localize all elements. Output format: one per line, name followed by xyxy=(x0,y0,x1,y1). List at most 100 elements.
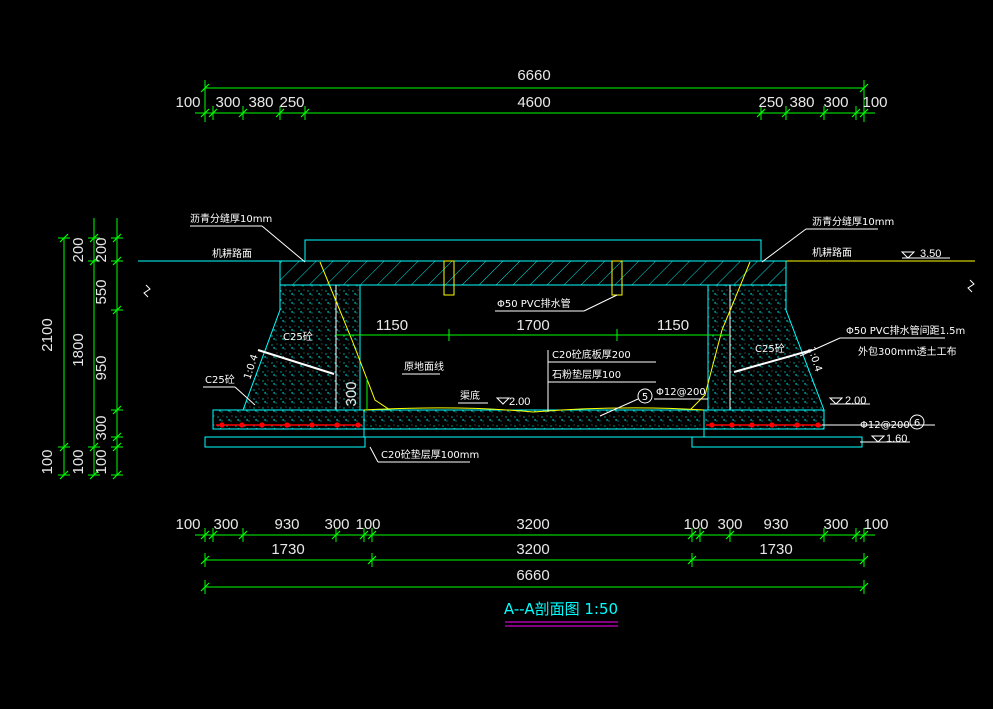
note-rebar-left: Φ12@200 xyxy=(656,387,706,398)
note-c25-left-lower: C25砼 xyxy=(205,373,235,386)
leader xyxy=(234,386,256,406)
bot-300-c: 300 xyxy=(717,516,742,533)
rebar-dot xyxy=(794,422,800,428)
title-group: A--A剖面图 1:50 xyxy=(504,600,618,627)
break-symbol-left xyxy=(143,284,151,298)
bot-300-d: 300 xyxy=(823,516,848,533)
leader xyxy=(761,228,807,263)
bot-3200-a: 3200 xyxy=(516,516,549,533)
span-1700: 1700 xyxy=(516,317,549,334)
leader xyxy=(369,446,379,463)
leader xyxy=(583,294,618,312)
leader xyxy=(799,337,841,357)
bottom-ticks xyxy=(200,528,869,594)
level-mark-bottom xyxy=(495,397,511,405)
right-footing xyxy=(703,409,825,430)
left-dim-200-mid: 200 xyxy=(70,237,87,262)
original-ground-right xyxy=(689,261,751,411)
drawing-title: A--A剖面图 1:50 xyxy=(504,600,618,618)
left-dim-100-inner: 100 xyxy=(93,449,110,474)
left-dimension-group: 2100 100 200 1800 100 200 550 950 300 10… xyxy=(39,218,123,480)
level-mark-base xyxy=(870,435,886,443)
gravel-layer xyxy=(363,428,705,438)
note-c20-cushion: C20砼垫层厚100mm xyxy=(381,448,479,461)
note-c25-left-upper: C25砼 xyxy=(283,330,313,343)
bot-1730-b: 1730 xyxy=(759,541,792,558)
rebar-dot xyxy=(284,422,290,428)
bot-300-a: 300 xyxy=(213,516,238,533)
break-symbol-right xyxy=(967,279,975,293)
marker-6-circle xyxy=(909,414,925,430)
floor-slab xyxy=(363,409,705,430)
rebar-dot xyxy=(259,422,265,428)
cover-slab xyxy=(304,239,762,262)
bot-total-6660: 6660 xyxy=(516,567,549,584)
left-dim-1800: 1800 xyxy=(70,333,87,366)
rebar-dot xyxy=(769,422,775,428)
top-seg-100-right: 100 xyxy=(862,94,887,111)
left-dim-550: 550 xyxy=(93,279,110,304)
channel-bottom-line xyxy=(363,407,705,413)
leader xyxy=(261,225,306,263)
left-dim-200-inner: 200 xyxy=(93,237,110,262)
note-channel-bottom: 渠底 xyxy=(460,389,480,402)
top-seg-380-right: 380 xyxy=(789,94,814,111)
bot-100-d: 100 xyxy=(863,516,888,533)
note-c25-right: C25砼 xyxy=(755,342,785,355)
level-right-bottom: 2.00 xyxy=(845,395,866,407)
top-seg-250-left: 250 xyxy=(279,94,304,111)
span-1150-right: 1150 xyxy=(657,317,689,334)
rebar-dot xyxy=(815,422,821,428)
top-dimension-group: 6660 100 300 380 250 4600 250 380 300 10… xyxy=(175,67,888,122)
note-pvc-drain: Φ50 PVC排水管 xyxy=(497,297,571,310)
sloped-pipe-left xyxy=(257,349,335,375)
marker-6: 6 xyxy=(914,418,920,429)
left-ticks xyxy=(58,233,123,480)
rebar-dot xyxy=(309,422,315,428)
rebar-dot xyxy=(355,422,361,428)
note-c20-floor: C20砼底板厚200 xyxy=(552,348,631,361)
rebar-dots xyxy=(219,422,821,428)
leader xyxy=(599,398,639,417)
bottom-dimension-group: 100 300 930 300 100 3200 100 300 930 300… xyxy=(175,516,889,594)
level-mark-top xyxy=(900,251,916,259)
step-dim-300: 300 xyxy=(343,381,360,406)
note-original-ground: 原地面线 xyxy=(404,360,444,373)
bot-100-c: 100 xyxy=(683,516,708,533)
level-top: 3.50 xyxy=(920,248,941,260)
rebar-dot xyxy=(239,422,245,428)
top-seg-100-left: 100 xyxy=(175,94,200,111)
bot-1730-a: 1730 xyxy=(271,541,304,558)
top-ticks xyxy=(200,81,869,120)
level-bottom: 2.00 xyxy=(509,396,530,408)
top-seg-4600: 4600 xyxy=(517,94,550,111)
rebar-dot xyxy=(729,422,735,428)
rebar-dot xyxy=(709,422,715,428)
left-dim-2100: 2100 xyxy=(39,318,56,351)
top-beam-hatched xyxy=(279,260,787,286)
pvc-pipe-left xyxy=(443,260,455,296)
rebar-dot xyxy=(219,422,225,428)
level-mark-right xyxy=(828,397,844,405)
top-seg-380-left: 380 xyxy=(248,94,273,111)
bot-300-b: 300 xyxy=(324,516,349,533)
annotations: 沥青分缝厚10mm 机耕路面 沥青分缝厚10mm 机耕路面 Φ50 PVC排水管… xyxy=(190,212,965,463)
note-asphalt-left: 沥青分缝厚10mm xyxy=(190,212,272,225)
note-geotextile: 外包300mm透土工布 xyxy=(858,345,957,358)
right-cushion xyxy=(691,436,863,448)
bot-930-b: 930 xyxy=(763,516,788,533)
left-dim-100-mid: 100 xyxy=(70,449,87,474)
rebar-dot xyxy=(749,422,755,428)
section-dims: 1150 1700 1150 300 xyxy=(336,317,730,410)
sloped-pipe-right xyxy=(733,349,813,373)
top-total-dim: 6660 xyxy=(517,67,550,84)
span-1150-left: 1150 xyxy=(376,317,408,334)
level-marks: 3.50 2.00 2.00 1.60 xyxy=(495,248,950,445)
left-dim-100-outer: 100 xyxy=(39,449,56,474)
bot-100-a: 100 xyxy=(175,516,200,533)
marker-5: 5 xyxy=(642,392,648,403)
note-asphalt-right: 沥青分缝厚10mm xyxy=(812,215,894,228)
level-base: 1.60 xyxy=(886,433,907,445)
original-ground-left xyxy=(319,261,391,411)
